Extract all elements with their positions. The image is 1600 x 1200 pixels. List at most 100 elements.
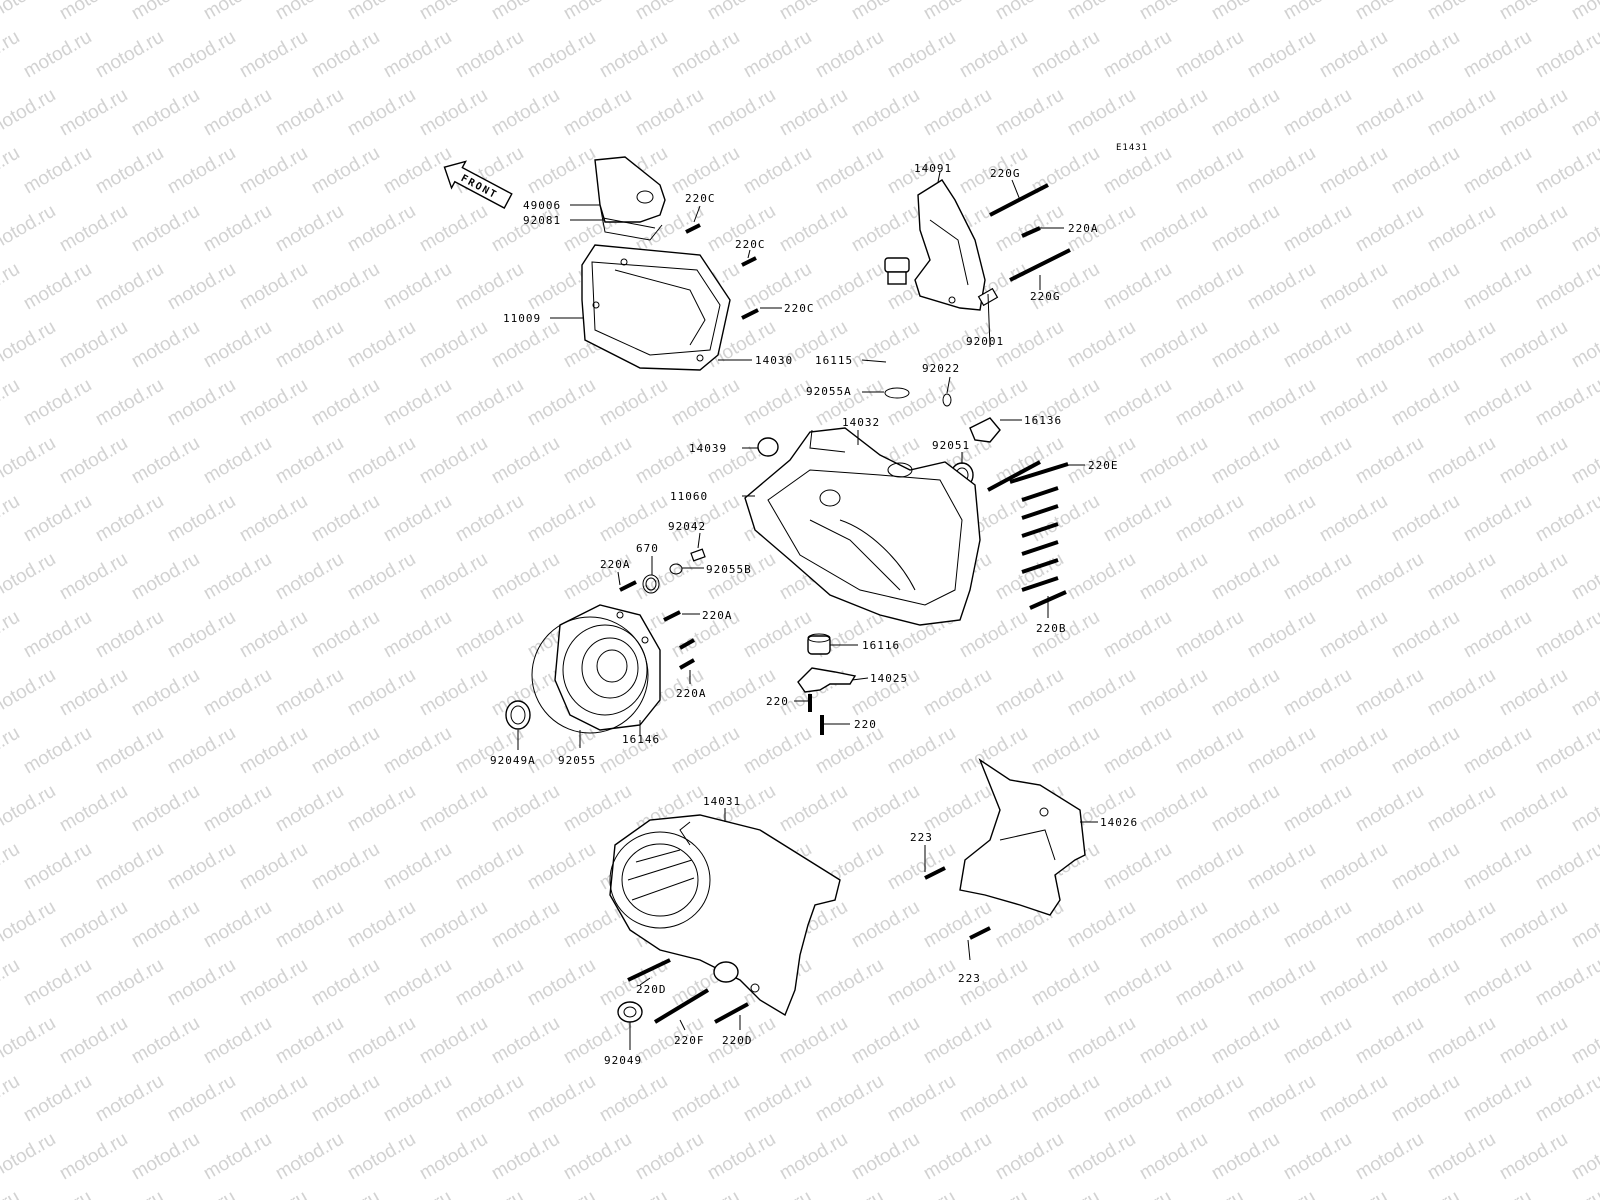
watermark-text: motod.ru — [812, 1071, 887, 1127]
watermark-text: motod.ru — [1208, 0, 1283, 24]
callout-14026: 14026 — [1100, 816, 1138, 829]
part-16146-housing — [531, 604, 661, 734]
watermark-text: motod.ru — [344, 317, 419, 373]
callout-220C: 220C — [735, 238, 766, 251]
watermark-text: motod.ru — [20, 955, 95, 1011]
watermark-text: motod.ru — [1424, 897, 1499, 953]
watermark-text: motod.ru — [884, 27, 959, 83]
watermark-text: motod.ru — [236, 27, 311, 83]
watermark-text: motod.ru — [1280, 201, 1355, 257]
watermark-text: motod.ru — [704, 1129, 779, 1185]
watermark-text: motod.ru — [1244, 491, 1319, 547]
watermark-text: motod.ru — [1244, 375, 1319, 431]
watermark-text: motod.ru — [20, 259, 95, 315]
watermark-text: motod.ru — [1352, 0, 1427, 24]
watermark-text: motod.ru — [452, 607, 527, 663]
watermark-text: motod.ru — [1388, 259, 1463, 315]
watermark-text: motod.ru — [0, 0, 59, 24]
watermark-text: motod.ru — [1496, 201, 1571, 257]
watermark-text: motod.ru — [668, 723, 743, 779]
watermark-text: motod.ru — [1388, 143, 1463, 199]
watermark-text: motod.ru — [272, 1129, 347, 1185]
watermark-text: motod.ru — [1352, 85, 1427, 141]
watermark-text: motod.ru — [560, 0, 635, 24]
watermark-text: motod.ru — [416, 897, 491, 953]
watermark-text: motod.ru — [128, 897, 203, 953]
watermark-text: motod.ru — [1316, 607, 1391, 663]
watermark-text: motod.ru — [416, 433, 491, 489]
watermark-text: motod.ru — [236, 607, 311, 663]
watermark-text: motod.ru — [344, 433, 419, 489]
watermark-text: motod.ru — [1316, 723, 1391, 779]
watermark-text: motod.ru — [1100, 375, 1175, 431]
watermark-text: motod.ru — [452, 27, 527, 83]
callout-16146: 16146 — [622, 733, 660, 746]
watermark-text: motod.ru — [0, 839, 23, 895]
watermark-text: motod.ru — [272, 897, 347, 953]
callout-670: 670 — [636, 542, 659, 555]
watermark-text: motod.ru — [1352, 549, 1427, 605]
watermark-text: motod.ru — [1172, 839, 1247, 895]
watermark-text: motod.ru — [1532, 1187, 1600, 1200]
watermark-text: motod.ru — [1172, 1187, 1247, 1200]
callout-16136: 16136 — [1024, 414, 1062, 427]
watermark-text: motod.ru — [1568, 317, 1600, 373]
watermark-text: motod.ru — [1172, 27, 1247, 83]
watermark-text: motod.ru — [848, 85, 923, 141]
watermark-text: motod.ru — [0, 375, 23, 431]
watermark-text: motod.ru — [1064, 1129, 1139, 1185]
watermark-text: motod.ru — [1352, 781, 1427, 837]
watermark-text: motod.ru — [1352, 201, 1427, 257]
watermark-text: motod.ru — [308, 1187, 383, 1200]
watermark-text: motod.ru — [1064, 0, 1139, 24]
watermark-text: motod.ru — [1280, 1013, 1355, 1069]
watermark-text: motod.ru — [1136, 201, 1211, 257]
watermark-text: motod.ru — [308, 27, 383, 83]
callout-11060: 11060 — [670, 490, 708, 503]
watermark-text: motod.ru — [812, 259, 887, 315]
watermark-text: motod.ru — [1568, 1013, 1600, 1069]
watermark-text: motod.ru — [128, 0, 203, 24]
part-11009-gasket — [581, 244, 731, 371]
watermark-text: motod.ru — [740, 607, 815, 663]
watermark-text: motod.ru — [236, 375, 311, 431]
watermark-text: motod.ru — [0, 201, 59, 257]
watermark-text: motod.ru — [1028, 1071, 1103, 1127]
part-92042-pin — [642, 548, 706, 594]
watermark-text: motod.ru — [344, 549, 419, 605]
watermark-text: motod.ru — [380, 723, 455, 779]
callout-49006: 49006 — [523, 199, 561, 212]
watermark-text: motod.ru — [524, 1187, 599, 1200]
watermark-text: motod.ru — [128, 781, 203, 837]
watermark-text: motod.ru — [1316, 259, 1391, 315]
watermark-text: motod.ru — [200, 1129, 275, 1185]
watermark-text: motod.ru — [0, 955, 23, 1011]
watermark-text: motod.ru — [1532, 491, 1600, 547]
part-14025-lever — [797, 667, 857, 693]
callout-14039: 14039 — [689, 442, 727, 455]
watermark-text: motod.ru — [1208, 549, 1283, 605]
callout-92051: 92051 — [932, 439, 970, 452]
watermark-text: motod.ru — [1208, 781, 1283, 837]
watermark-text: motod.ru — [0, 143, 23, 199]
watermark-text: motod.ru — [272, 85, 347, 141]
watermark-text: motod.ru — [1568, 433, 1600, 489]
watermark-text: motod.ru — [1352, 897, 1427, 953]
watermark-text: motod.ru — [596, 1187, 671, 1200]
callout-16115: 16115 — [815, 354, 853, 367]
watermark-text: motod.ru — [1352, 665, 1427, 721]
watermark-text: motod.ru — [956, 27, 1031, 83]
watermark-text: motod.ru — [632, 85, 707, 141]
watermark-text: motod.ru — [1532, 955, 1600, 1011]
watermark-text: motod.ru — [344, 665, 419, 721]
watermark-text: motod.ru — [1568, 781, 1600, 837]
watermark-text: motod.ru — [848, 897, 923, 953]
watermark-text: motod.ru — [740, 143, 815, 199]
watermark-text: motod.ru — [92, 839, 167, 895]
watermark-text: motod.ru — [812, 27, 887, 83]
watermark-text: motod.ru — [740, 1071, 815, 1127]
watermark-text: motod.ru — [380, 491, 455, 547]
watermark-text: motod.ru — [1352, 433, 1427, 489]
watermark-text: motod.ru — [200, 897, 275, 953]
callout-14030: 14030 — [755, 354, 793, 367]
